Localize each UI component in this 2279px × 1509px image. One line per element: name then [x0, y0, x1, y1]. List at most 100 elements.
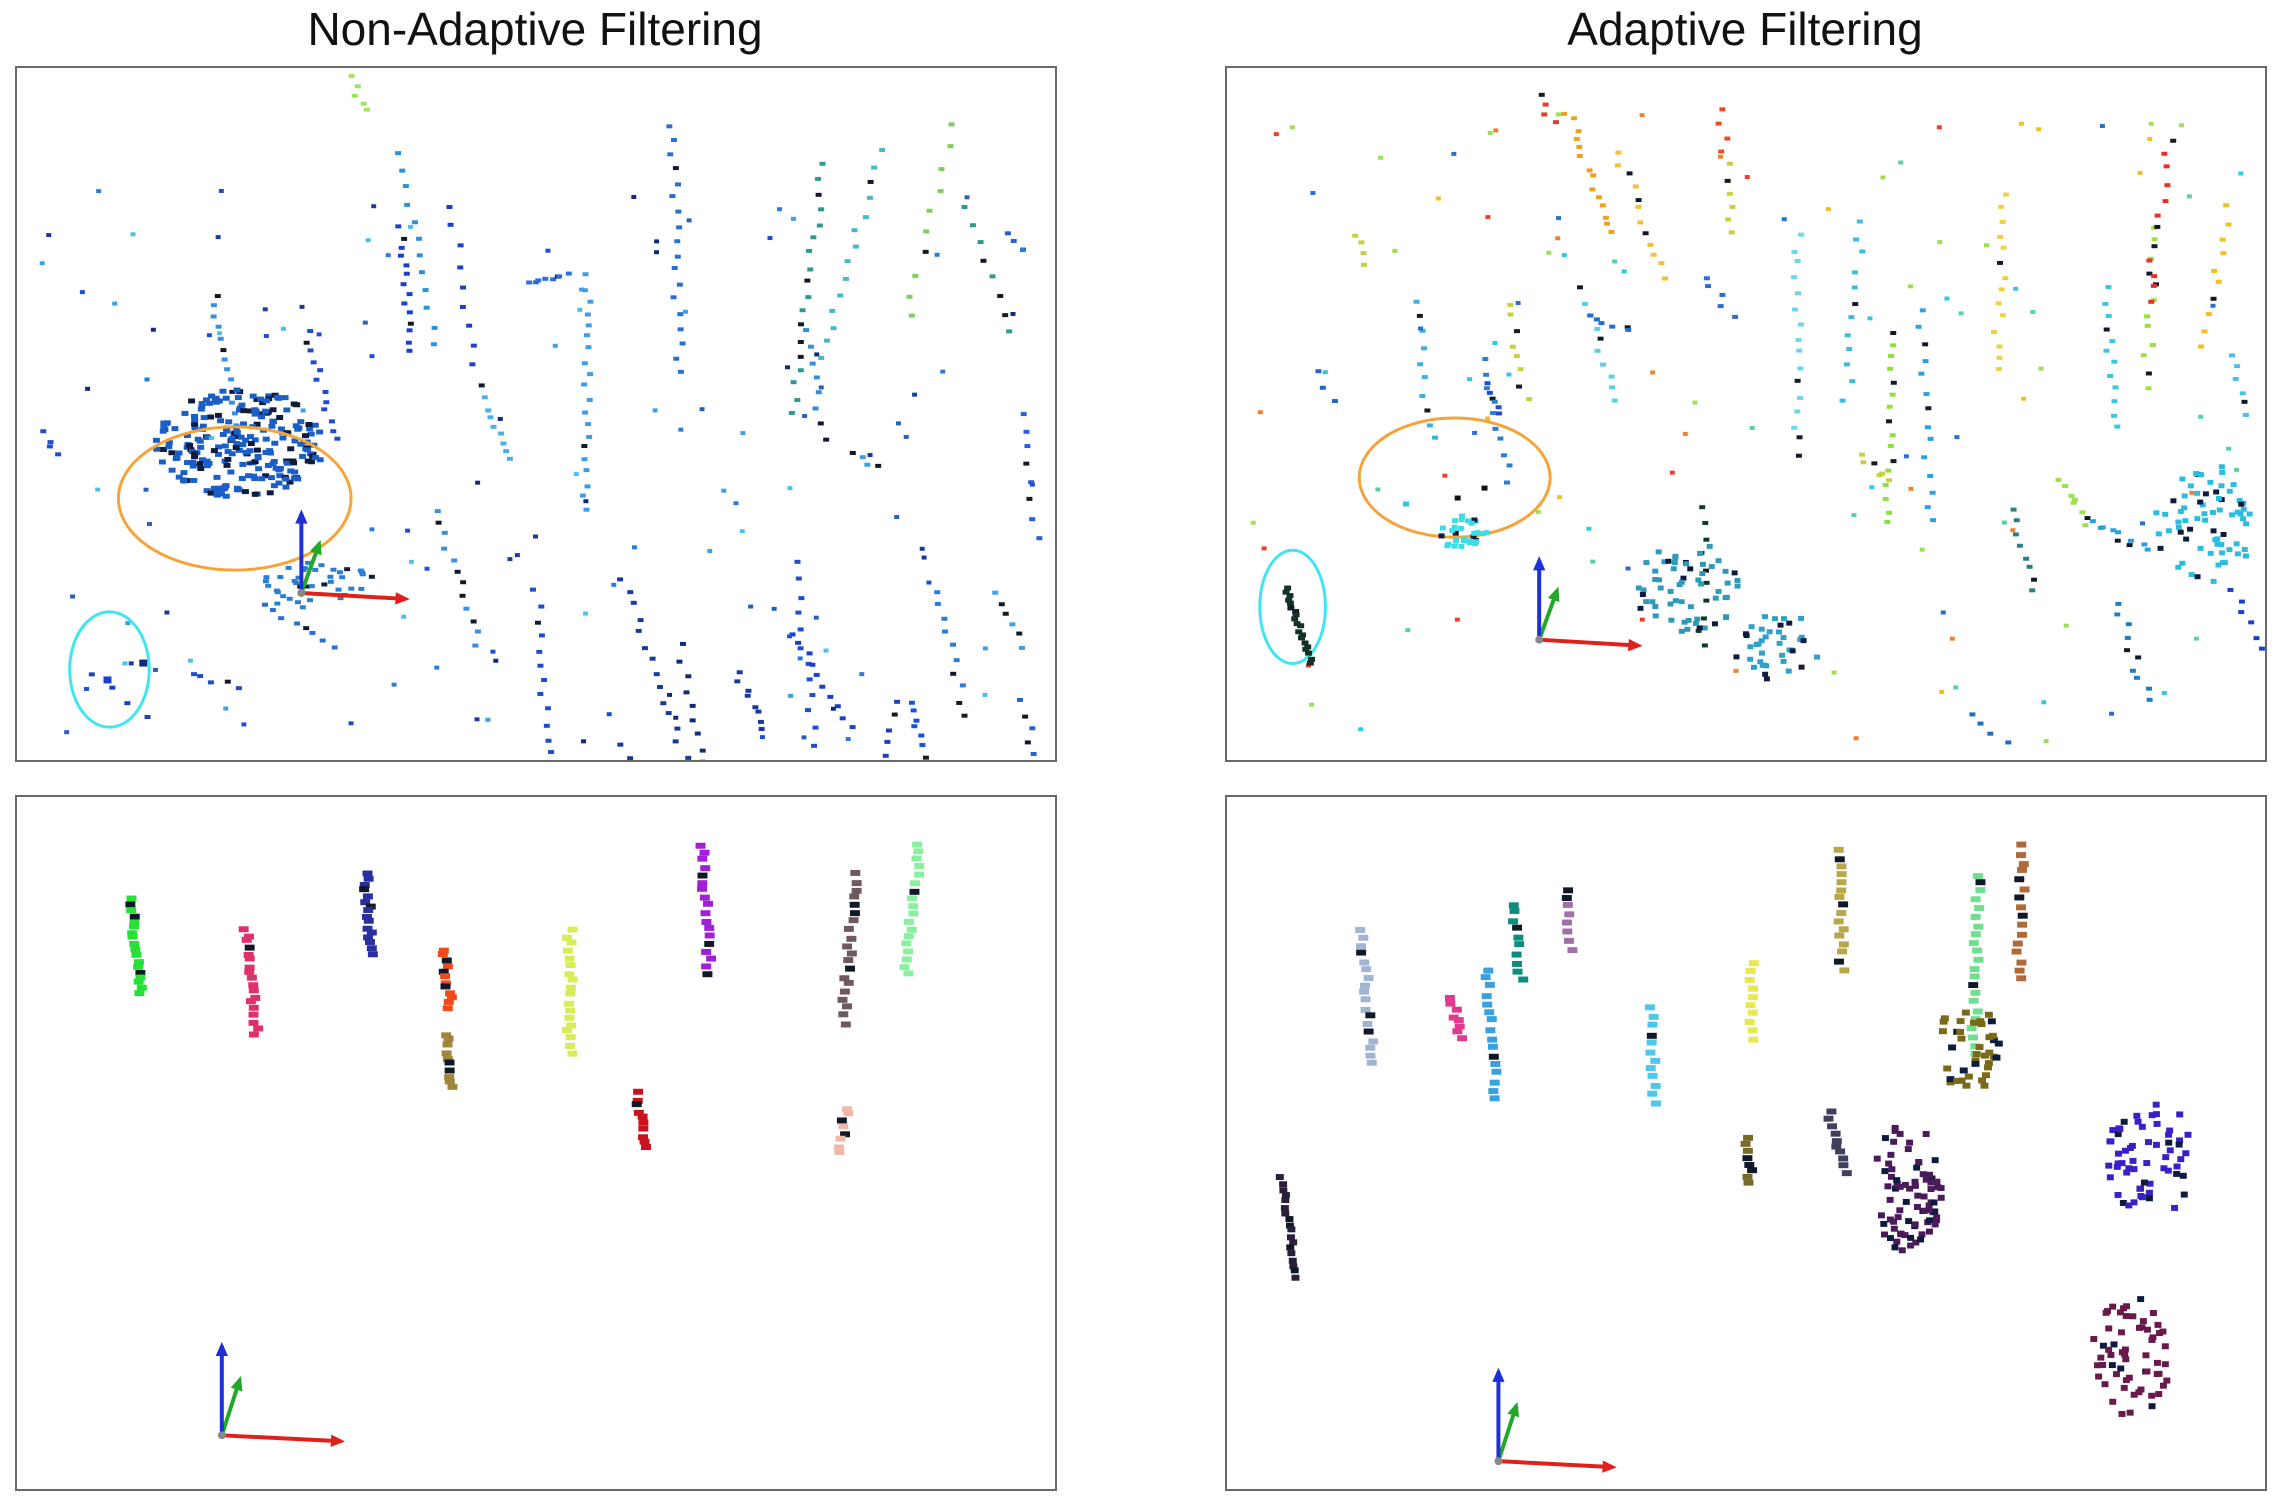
point-cluster: [617, 577, 692, 760]
point-cluster: [1915, 308, 1937, 523]
point-cluster: [961, 205, 1013, 334]
point-cluster: [1538, 92, 1559, 125]
point-cluster: [1282, 585, 1315, 666]
z-axis-arrow-head: [1492, 1367, 1505, 1382]
point-cluster: [1587, 313, 1632, 332]
panel-adaptive-clusters: [1225, 795, 2267, 1491]
highlight-ellipse-cyan: [68, 610, 151, 729]
point-cluster: [2055, 477, 2091, 528]
point-cluster: [152, 387, 324, 499]
point-cluster: [2153, 464, 2253, 584]
point-cluster: [1355, 927, 1379, 1066]
point-cluster: [1484, 381, 1502, 416]
x-axis-arrow-head: [330, 1434, 346, 1447]
point-cluster: [125, 895, 147, 997]
point-cluster: [849, 450, 882, 468]
point-cluster: [1744, 960, 1759, 1043]
point-cluster: [1703, 276, 1739, 319]
point-cluster: [1969, 712, 2012, 745]
z-axis-arrow-head: [1533, 556, 1546, 571]
point-cluster: [1966, 873, 1986, 1057]
z-axis-arrow-head: [295, 509, 308, 524]
point-cluster: [529, 587, 554, 755]
point-cluster: [1823, 1108, 1852, 1177]
point-cluster: [934, 590, 968, 718]
point-cluster: [695, 842, 717, 978]
point-cluster: [1507, 302, 1533, 402]
x-axis-arrow: [301, 590, 406, 601]
y-axis-arrow-head: [309, 539, 322, 556]
point-cluster: [441, 1032, 458, 1090]
point-cluster: [818, 148, 886, 360]
point-cluster: [2227, 587, 2265, 651]
coordinate-axes: [295, 509, 410, 605]
title-adaptive-filtering: Adaptive Filtering: [1567, 3, 1923, 55]
panel-non-adaptive-point-cloud: [15, 66, 1057, 762]
point-cluster: [191, 672, 242, 691]
point-cluster: [2089, 519, 2151, 552]
point-cluster: [348, 73, 370, 112]
coordinate-axes: [1492, 1367, 1617, 1473]
x-axis-arrow: [1539, 637, 1639, 648]
point-cluster: [1480, 967, 1502, 1102]
point-cluster: [238, 926, 264, 1038]
y-axis-arrow-head: [1547, 586, 1560, 603]
coordinate-axes: [215, 1341, 346, 1447]
point-cluster: [666, 124, 686, 374]
point-cloud-canvas: [1250, 92, 2265, 745]
point-cluster: [1873, 1124, 1945, 1254]
point-cluster: [788, 161, 826, 415]
point-cluster: [262, 602, 338, 650]
point-cluster: [1413, 299, 1439, 440]
point-cluster: [803, 328, 830, 442]
point-cluster: [617, 742, 634, 760]
highlight-ellipse-cyan: [1258, 548, 1327, 666]
point-cluster: [481, 395, 513, 461]
x-axis-arrow: [221, 1433, 342, 1444]
point-cluster: [2198, 203, 2232, 349]
point-cluster: [1444, 995, 1468, 1042]
point-cluster: [2114, 601, 2153, 702]
point-cluster: [526, 271, 572, 285]
panel-non-adaptive-clusters: [15, 795, 1057, 1491]
point-cluster: [1577, 285, 1618, 403]
point-cluster: [434, 509, 481, 648]
point-cluster: [906, 122, 955, 318]
x-axis-arrow-head: [1602, 1460, 1617, 1473]
point-cluster: [2090, 1296, 2171, 1417]
point-cluster: [1858, 452, 1893, 483]
point-cluster: [2011, 841, 2030, 982]
point-cluster: [1791, 232, 1805, 458]
point-cluster: [1016, 697, 1037, 756]
point-cluster: [837, 869, 862, 1028]
point-cluster: [1482, 357, 1513, 485]
point-cluster: [2146, 138, 2177, 304]
point-cluster: [1733, 614, 1821, 682]
point-cluster: [446, 205, 485, 388]
point-cluster: [2102, 285, 2121, 429]
point-cluster: [88, 672, 151, 719]
point-cluster: [1740, 1134, 1758, 1186]
point-cluster: [359, 870, 378, 958]
point-cluster: [1938, 1009, 2003, 1089]
point-cluster: [734, 670, 765, 732]
point-cluster: [1315, 369, 1338, 404]
point-cluster: [303, 329, 341, 441]
point-cluster: [1275, 1174, 1300, 1281]
point-cluster: [631, 1088, 651, 1151]
point-cluster: [833, 1106, 854, 1155]
point-cluster: [40, 429, 62, 457]
panel-adaptive-point-cloud: [1225, 66, 2267, 762]
point-cluster: [1020, 412, 1043, 541]
y-axis-arrow-head: [230, 1376, 243, 1392]
point-cluster: [1882, 331, 1897, 524]
point-cluster: [262, 560, 375, 610]
highlight-ellipse-orange: [116, 425, 353, 572]
point-cluster: [1724, 161, 1736, 235]
point-cluster: [882, 699, 901, 758]
highlight-ellipse-orange: [1357, 416, 1552, 539]
point-cluster: [676, 641, 706, 760]
title-non-adaptive-filtering: Non-Adaptive Filtering: [307, 3, 763, 55]
axis-origin: [217, 1431, 226, 1440]
point-cluster: [899, 841, 925, 977]
